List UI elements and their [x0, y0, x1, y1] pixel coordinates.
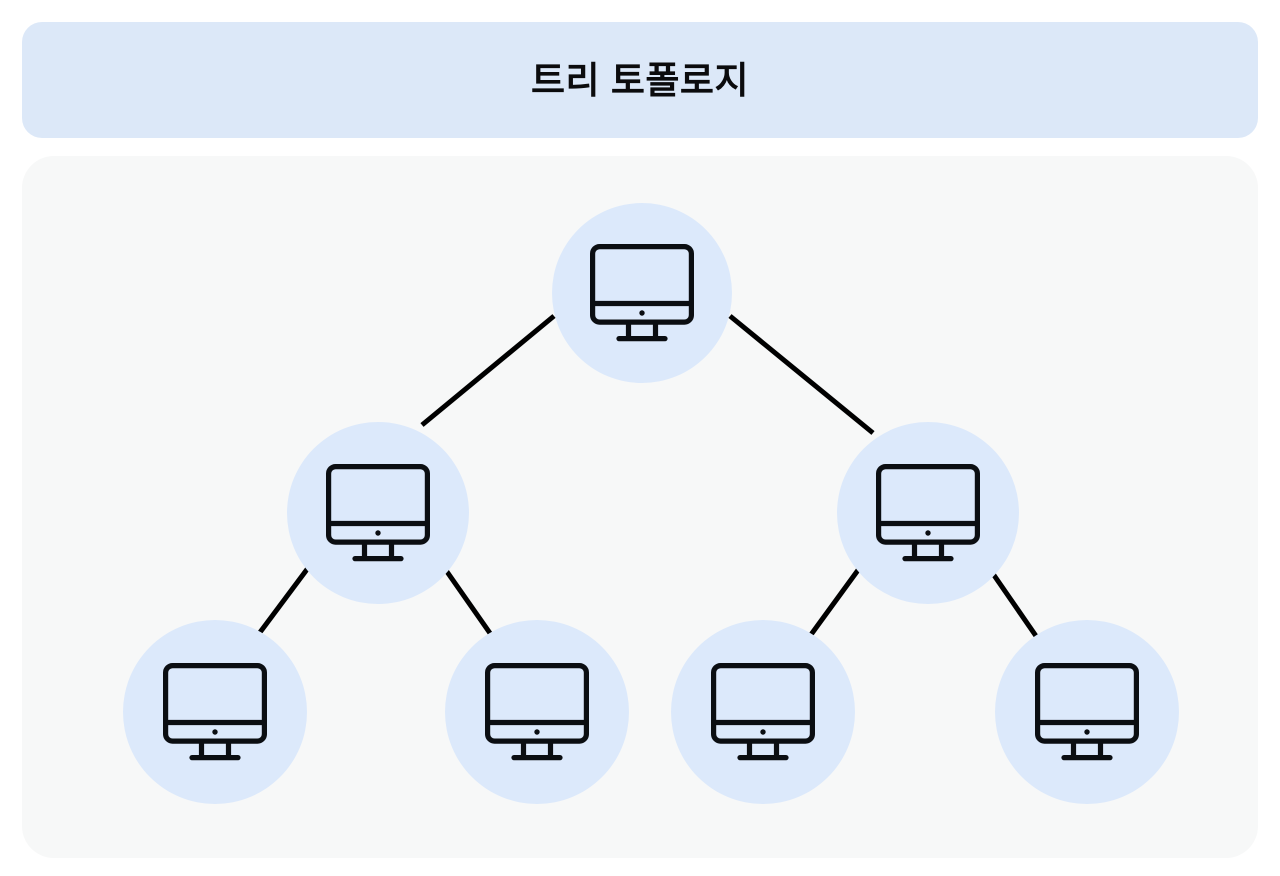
desktop-monitor-icon — [485, 663, 589, 761]
desktop-monitor-icon — [1035, 663, 1139, 761]
tree-edge — [420, 314, 556, 427]
tree-node-branch-right[interactable] — [837, 422, 1019, 604]
tree-edge — [807, 564, 864, 638]
tree-node-leaf-3[interactable] — [671, 620, 855, 804]
tree-node-root[interactable] — [552, 203, 732, 383]
tree-node-leaf-2[interactable] — [445, 620, 629, 804]
tree-edges-layer — [255, 314, 1039, 638]
page-title: 트리 토폴로지 — [530, 59, 750, 101]
desktop-monitor-icon — [876, 464, 980, 562]
tree-node-leaf-4[interactable] — [995, 620, 1179, 804]
tree-edge — [255, 566, 311, 637]
tree-edge — [986, 566, 1039, 638]
desktop-monitor-icon — [326, 464, 430, 562]
tree-edge — [728, 314, 875, 435]
desktop-monitor-icon — [590, 244, 694, 342]
tree-node-leaf-1[interactable] — [123, 620, 307, 804]
desktop-monitor-icon — [163, 663, 267, 761]
tree-edge — [440, 564, 495, 638]
tree-node-branch-left[interactable] — [287, 422, 469, 604]
diagram-card — [22, 156, 1258, 858]
desktop-monitor-icon — [711, 663, 815, 761]
header-banner: 트리 토폴로지 — [22, 22, 1258, 138]
